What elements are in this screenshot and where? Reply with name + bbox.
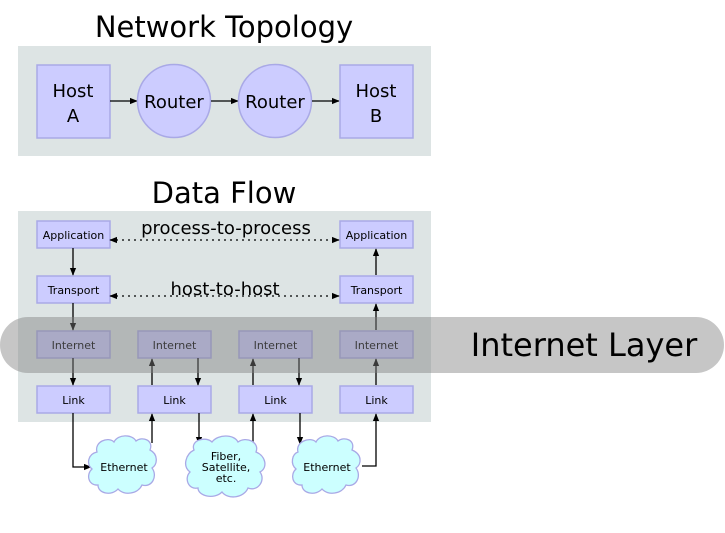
stack-host-a: Application Transport Internet Link [36, 220, 111, 414]
cloud-label-ethernet-1: Ethernet [100, 461, 148, 474]
layer-label-internet-a: Internet [52, 339, 96, 352]
layer-label-transport-a: Transport [47, 284, 100, 297]
layer-label-transport-b: Transport [350, 284, 403, 297]
peer-label-application: process-to-process [141, 218, 311, 239]
cloud-label-fiber-line2: Satellite, [202, 461, 251, 474]
peer-label-bg-application [136, 218, 316, 236]
layer-label-link-r2: Link [264, 394, 287, 407]
layer-label-application-b: Application [346, 229, 407, 242]
wire-link-a-to-ethernet-1 [72, 413, 92, 471]
host-a-label-line1: Host [53, 81, 94, 102]
cloud-label-fiber-line1: Fiber, [211, 450, 241, 463]
layer-label-link-b: Link [365, 394, 388, 407]
peer-label-bg-transport [166, 279, 284, 295]
layer-box-internet-b [339, 330, 414, 359]
layer-box-transport-a [36, 275, 111, 304]
stack-host-b: Application Transport Internet Link [339, 220, 414, 414]
layer-box-link-b [339, 385, 414, 414]
layer-box-link-r1 [137, 385, 212, 414]
stack-router-1: Internet Link [137, 330, 212, 414]
cloud-label-ethernet-2: Ethernet [303, 461, 351, 474]
internet-layer-highlight-band [0, 317, 724, 373]
layer-box-internet-r1 [137, 330, 212, 359]
layer-label-internet-b: Internet [355, 339, 399, 352]
network-cloud-ethernet-1: Ethernet [87, 435, 157, 494]
host-a-label-line2: A [67, 106, 80, 127]
topology-node-router-1: Router [136, 63, 212, 139]
internet-layer-label: Internet Layer [471, 326, 698, 364]
topology-node-host-a: Host A [36, 64, 111, 139]
layer-label-link-a: Link [62, 394, 85, 407]
host-b-label-line1: Host [356, 81, 397, 102]
layer-box-application-b [339, 220, 414, 249]
layer-box-internet-a [36, 330, 111, 359]
peer-label-transport: host-to-host [170, 279, 279, 300]
wire-ethernet-2-to-link-b [362, 413, 380, 467]
layer-box-application-a [36, 220, 111, 249]
topology-node-router-2: Router [237, 63, 313, 139]
network-cloud-ethernet-2: Ethernet [291, 435, 361, 494]
router-2-label: Router [245, 92, 305, 113]
layer-label-application-a: Application [43, 229, 104, 242]
stack-router-2: Internet Link [238, 330, 313, 414]
layer-box-link-r2 [238, 385, 313, 414]
host-b-label-line2: B [370, 106, 382, 127]
topology-title: Network Topology [95, 10, 353, 44]
layer-label-internet-r1: Internet [153, 339, 197, 352]
layer-label-internet-r2: Internet [254, 339, 298, 352]
layer-box-transport-b [339, 275, 414, 304]
cloud-label-fiber-line3: etc. [216, 472, 237, 485]
layer-label-link-r1: Link [163, 394, 186, 407]
topology-node-host-b: Host B [339, 64, 414, 139]
layer-box-internet-r2 [238, 330, 313, 359]
network-cloud-fiber-satellite: Fiber, Satellite, etc. [184, 435, 266, 498]
dataflow-title: Data Flow [152, 176, 297, 210]
router-1-label: Router [144, 92, 204, 113]
